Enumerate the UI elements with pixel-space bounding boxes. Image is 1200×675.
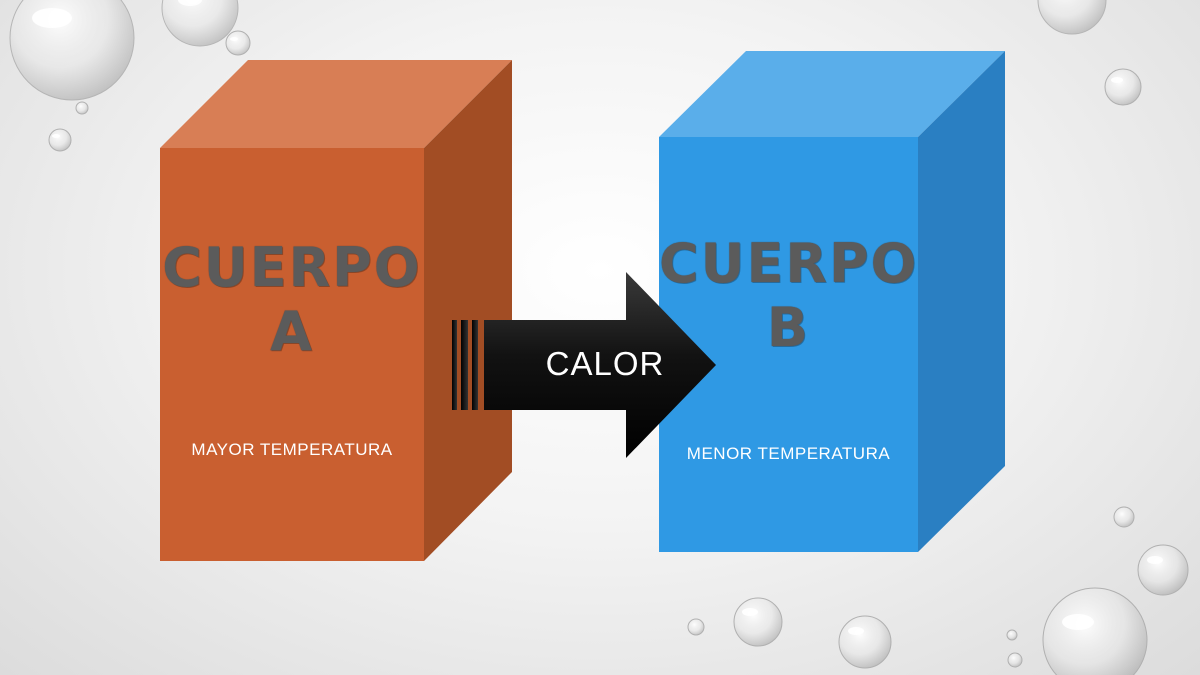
block-b-top-face — [659, 51, 1005, 137]
block-b-subtitle: MENOR TEMPERATURA — [686, 444, 891, 463]
water-drop-icon — [1042, 587, 1148, 675]
block-a-title: CUERPO A — [160, 236, 424, 364]
water-drop-icon — [733, 597, 783, 647]
water-drop-icon — [75, 101, 89, 115]
water-drop-icon — [225, 30, 251, 56]
block-a-side-face — [424, 60, 512, 561]
water-drop-icon — [1113, 506, 1135, 528]
block-b-front-face — [659, 137, 918, 552]
arrow-stripe — [461, 320, 468, 410]
water-drop-icon — [1104, 68, 1142, 106]
water-drop-icon — [161, 0, 239, 47]
water-drop-icon — [9, 0, 135, 101]
block-b-title-line2: B — [766, 296, 811, 359]
block-a-top-face — [160, 60, 512, 148]
water-drop-icon — [838, 615, 892, 669]
block-a-subtitle: MAYOR TEMPERATURA — [191, 440, 393, 459]
water-drop-icon — [1037, 0, 1107, 35]
arrow-stripe — [472, 320, 478, 410]
block-a — [160, 60, 512, 561]
water-drop-icon — [1007, 652, 1023, 668]
water-droplets — [9, 0, 1189, 675]
block-a-front-face — [160, 148, 424, 561]
block-b-title-line1: CUERPO — [659, 232, 919, 295]
water-drop-icon — [687, 618, 705, 636]
heat-arrow — [452, 272, 716, 458]
block-a-title-line2: A — [270, 300, 314, 363]
water-drop-icon — [1137, 544, 1189, 596]
arrow-label: CALOR — [545, 345, 665, 382]
arrow-stripe — [452, 320, 457, 410]
block-a-title-line1: CUERPO — [162, 236, 422, 299]
block-b-title: CUERPO B — [659, 232, 918, 360]
block-b — [659, 51, 1005, 552]
arrow-body — [484, 272, 716, 458]
water-drop-icon — [1006, 629, 1018, 641]
block-b-side-face — [918, 51, 1005, 552]
water-drop-icon — [48, 128, 72, 152]
